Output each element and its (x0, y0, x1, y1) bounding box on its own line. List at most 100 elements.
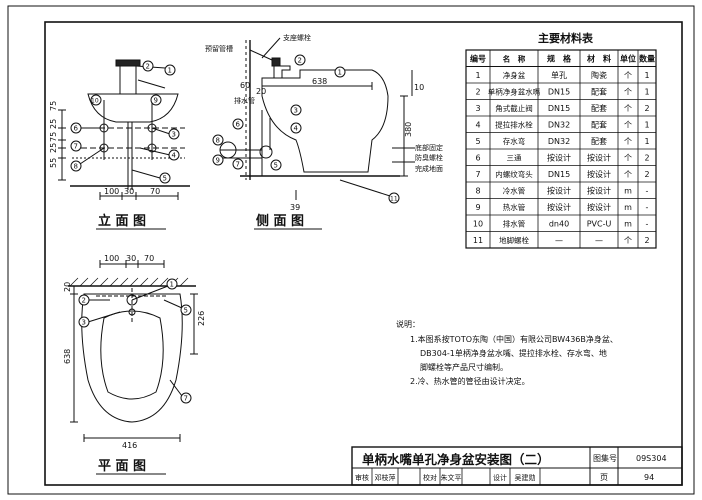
plan-callout-7: 7 (184, 395, 188, 403)
elevation-callouts: 1 2 3 4 5 6 7 8 9 10 (70, 60, 180, 184)
table-cell: 地脚螺栓 (499, 235, 529, 245)
side-dim-10: 10 (414, 83, 424, 92)
outer-frame (7, 5, 695, 495)
table-cell: m (624, 186, 632, 195)
bidet-profile (261, 69, 389, 173)
label-support-spout: 支座螺栓 (283, 33, 311, 42)
side-dim-39: 39 (290, 203, 300, 212)
table-cell: PVC-U (587, 219, 612, 228)
label-pipe-mount: 预留管槽 (205, 44, 233, 53)
title-block-cell: 校对 (423, 473, 437, 482)
table-cell: 排水管 (503, 218, 526, 228)
table-cell: 角式截止阀 (495, 103, 533, 113)
side-callout-7: 7 (236, 161, 240, 169)
table-cell: 9 (475, 203, 480, 212)
title-block-cell: 邓枝萍 (375, 473, 396, 482)
table-header-cell: 单位 (620, 53, 636, 63)
dim-v-4: 25 (49, 143, 58, 153)
label-lift-rod: 排水管 (234, 96, 255, 105)
plan-callout-3: 3 (82, 319, 86, 327)
table-cell: m (624, 203, 632, 212)
table-cell: 提拉排水栓 (495, 119, 533, 129)
table-cell: 1 (644, 137, 649, 146)
table-cell: 10 (473, 219, 483, 228)
table-cell: 1 (475, 71, 480, 80)
note-line-3: 脚螺栓等产品尺寸编制。 (420, 362, 508, 372)
plan-callout-1: 1 (170, 281, 174, 289)
table-cell: — (555, 236, 563, 245)
plan-dim-30: 30 (126, 254, 136, 263)
callout-4: 4 (172, 152, 177, 160)
dim-h-3: 70 (150, 187, 160, 196)
side-labels: 支座螺栓 预留管槽 底部固定 防臭螺栓 完成地面 排水管 638 60 20 1… (205, 33, 443, 230)
note-line-4: 2.冷、热水管的管径由设计决定。 (410, 376, 530, 386)
side-dim-638: 638 (312, 77, 327, 86)
table-cell: — (595, 236, 603, 245)
table-cell: 个 (624, 71, 632, 80)
table-cell: 按设计 (587, 152, 611, 162)
table-header-cell: 规 格 (547, 53, 572, 63)
table-cell: 个 (624, 170, 632, 179)
table-cell: 陶瓷 (591, 70, 607, 80)
dim-v-2: 25 (49, 119, 58, 129)
plan-callouts: 1 2 3 5 7 (78, 278, 192, 404)
table-cell: 按设计 (547, 202, 571, 212)
dim-v-3: 75 (49, 132, 58, 142)
table-cell: 热水管 (503, 202, 526, 212)
elevation-labels: 75 25 75 25 55 100 30 70 立 面 图 (49, 101, 166, 230)
elevation-title: 立 面 图 (98, 213, 146, 229)
bowl-outline (81, 293, 183, 423)
table-cell: 按设计 (587, 169, 611, 179)
side-callout-2: 2 (298, 57, 302, 65)
plan-dim-20: 20 (63, 282, 72, 292)
side-callout-1: 1 (338, 69, 342, 77)
plan-dim-226: 226 (197, 311, 206, 326)
table-cell: 6 (475, 153, 480, 162)
table-cell: 个 (624, 120, 632, 129)
plan-dim-70: 70 (144, 254, 154, 263)
inner-frame (44, 21, 683, 486)
plan-view (68, 260, 198, 442)
table-cell: DN32 (548, 120, 570, 129)
table-cell: 个 (624, 87, 632, 96)
note-line-2: DB304-1单柄净身盆水嘴、提拉排水栓、存水弯、地 (420, 348, 607, 358)
table-cell: 配套 (591, 136, 607, 146)
side-callout-9: 9 (216, 157, 220, 165)
atlas-label: 图集号 (593, 453, 617, 463)
notes-heading: 说明： (396, 319, 420, 329)
table-cell: 8 (475, 186, 480, 195)
table-cell: 存水弯 (503, 136, 526, 146)
note-line-1: 1.本图系按TOTO东陶（中国）有限公司BW436B净身盆、 (410, 334, 618, 344)
table-cell: 4 (475, 120, 480, 129)
title-block-cell: 吴建勋 (515, 473, 536, 482)
table-cell: 配套 (591, 103, 607, 113)
table-cell: 冷水管 (503, 185, 526, 195)
table-cell: 净身盆 (503, 70, 526, 80)
plan-callout-2: 2 (82, 297, 86, 305)
table-cell: 1 (644, 120, 649, 129)
page-label: 页 (600, 473, 608, 482)
faucet-handle (115, 59, 141, 67)
plan-dim-416: 416 (122, 441, 137, 450)
plan-dim-100: 100 (104, 254, 119, 263)
label-fix-rod: 防臭螺栓 (415, 153, 443, 162)
table-cell: 三通 (507, 152, 522, 162)
table-header-cell: 编号 (470, 53, 486, 63)
side-callout-5: 5 (274, 162, 278, 170)
table-cell: DN15 (548, 104, 570, 113)
side-title: 侧 面 图 (256, 213, 304, 229)
bowl-inner (100, 310, 164, 400)
callout-5: 5 (163, 175, 167, 183)
table-cell: 2 (644, 153, 649, 162)
table-cell: 按设计 (547, 185, 571, 195)
plan-callout-5: 5 (184, 307, 188, 315)
label-wall-ground: 底部固定 (415, 143, 443, 152)
materials-title: 主要材料表 (538, 31, 594, 45)
table-cell: 5 (475, 137, 480, 146)
table-cell: 按设计 (587, 185, 611, 195)
dim-v-5: 55 (49, 158, 58, 168)
callout-9: 9 (154, 97, 158, 105)
plan-dim-638: 638 (63, 349, 72, 364)
